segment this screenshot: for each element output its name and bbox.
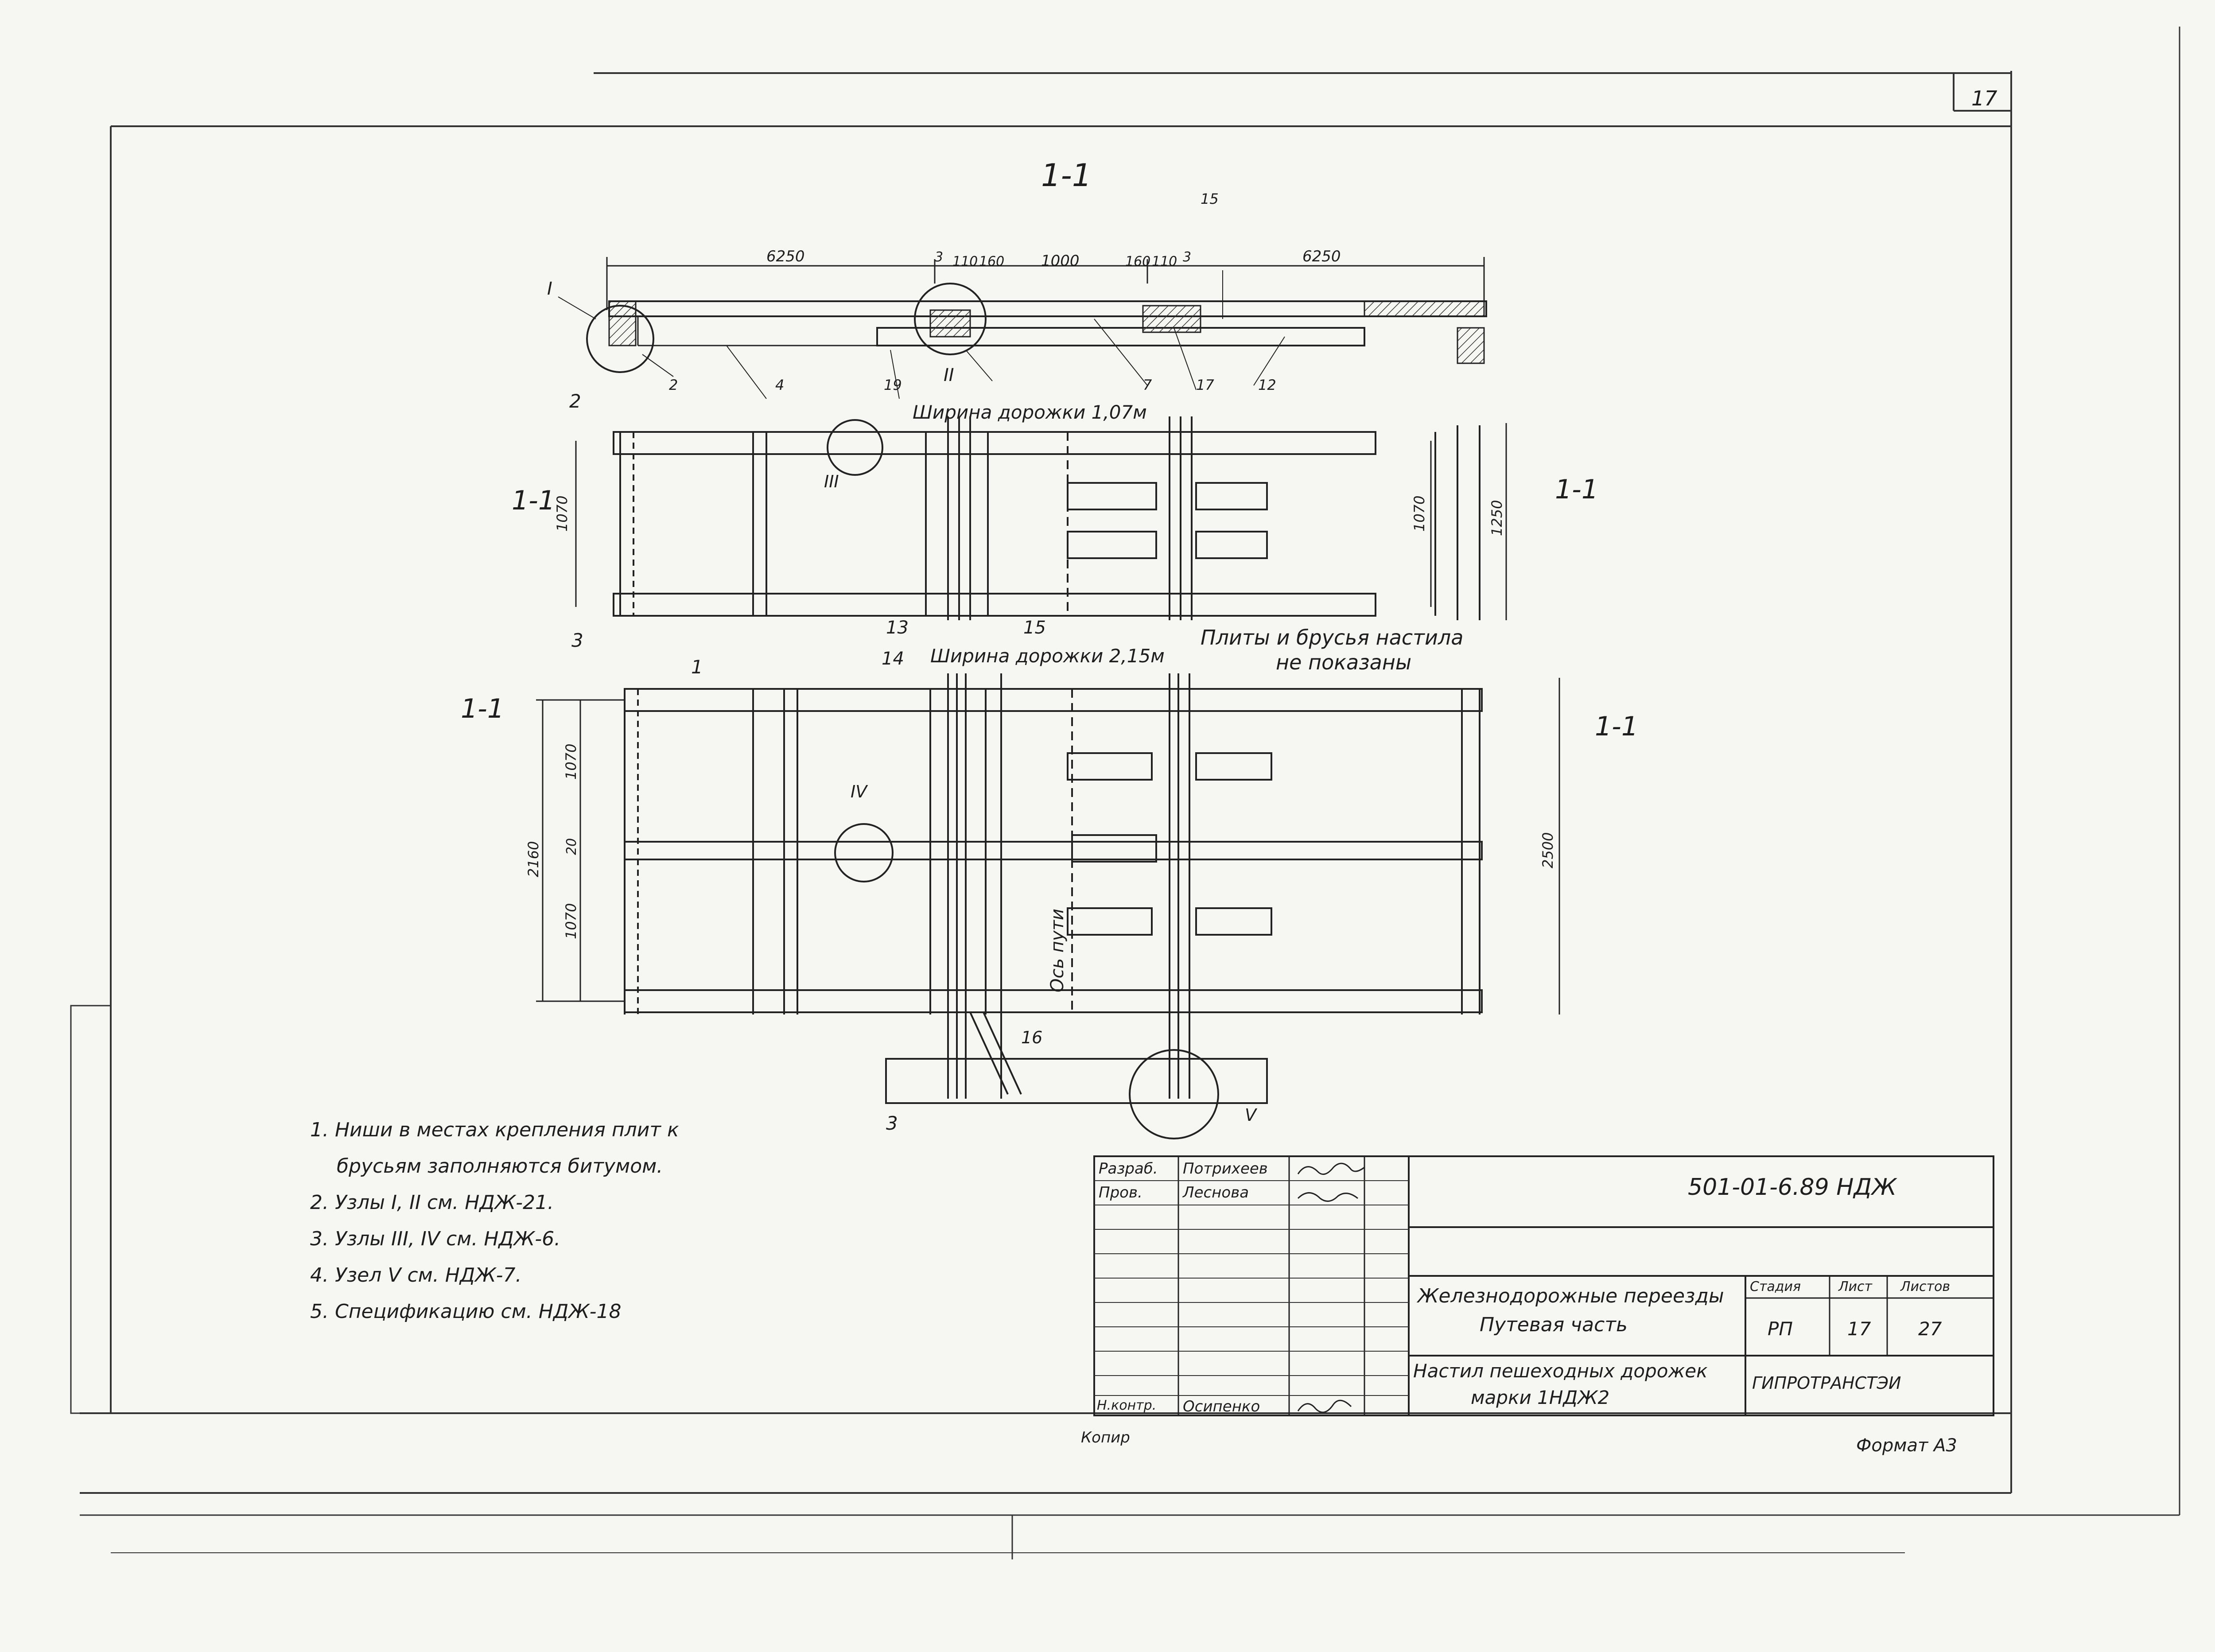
stamp-name-developer: Потрихеев (1183, 1160, 1268, 1178)
node-label-II: II (944, 365, 954, 385)
section-mark-left-1: 1-1 (512, 485, 555, 516)
note-5: 5. Спецификацию см. НДЖ-18 (310, 1300, 622, 1323)
project-line-1: Железнодорожные переезды (1418, 1285, 1724, 1307)
dim-wide-20: 20 (564, 838, 579, 855)
title-block (1093, 1155, 1994, 1416)
track-axis-label: Ось пути (1047, 909, 1068, 992)
org-name: ГИПРОТРАНСТЭИ (1752, 1373, 1901, 1393)
dim-wide-2500: 2500 (1539, 832, 1556, 868)
notes: 1. Ниши в местах крепления плит к брусья… (310, 1112, 975, 1330)
doc-line-1: Настил пешеходных дорожек (1413, 1360, 1708, 1382)
dim-wide-1070-top: 1070 (563, 744, 579, 780)
stamp-role-normcontrol: Н.контр. (1097, 1398, 1157, 1413)
note-2: 2. Узлы I, II см. НДЖ-21. (310, 1191, 554, 1214)
title-block-rows (1094, 1180, 1409, 1396)
note-1-cont: брусьям заполняются битумом. (337, 1155, 663, 1178)
sheets-header: Листов (1900, 1279, 1951, 1294)
plan-wide (624, 673, 1483, 1139)
leader-pos-17: 17 (1196, 377, 1214, 393)
not-shown-note: Плиты и брусья настила не показаны (1201, 626, 1470, 674)
plan-narrow-dims (575, 423, 1507, 620)
sheet-header: Лист (1838, 1279, 1873, 1294)
dim-top-right: 6250 (1302, 248, 1341, 265)
node-circle-I (586, 305, 654, 373)
path-width-2: Ширина дорожки 2,15м (930, 645, 1165, 667)
node-circle-IV (834, 823, 894, 882)
doc-line-2: марки 1НДЖ2 (1471, 1387, 1610, 1408)
pos-3-bottom: 3 (886, 1112, 898, 1134)
sheet-code: 501-01-6.89 НДЖ (1688, 1174, 1896, 1201)
dim-narrow-1250: 1250 (1488, 500, 1505, 536)
project-line-2: Путевая часть (1480, 1314, 1628, 1336)
leader-pos-7: 7 (1143, 377, 1152, 393)
leader-pos-12: 12 (1258, 377, 1276, 393)
dim-top-a: 3 (935, 249, 943, 265)
sheets-value: 27 (1918, 1318, 1942, 1340)
node-circle-II (914, 283, 987, 355)
section-title: 1-1 (1041, 157, 1092, 194)
leader-pos-15: 15 (1201, 190, 1219, 207)
format-label: Формат А3 (1856, 1435, 1957, 1456)
pos-2: 2 (569, 390, 581, 412)
pos-13: 13 (886, 618, 909, 638)
dim-wide-1070-bot: 1070 (563, 903, 579, 939)
note-1: 1. Ниши в местах крепления плит к (310, 1119, 679, 1141)
sheet-frame (70, 27, 2180, 1559)
dim-top-d: 160 (1125, 254, 1150, 269)
stamp-role-developer: Разраб. (1099, 1160, 1158, 1178)
plan-narrow (613, 416, 1481, 620)
dim-top-b: 110 (952, 254, 978, 269)
leader-pos-4: 4 (775, 377, 784, 393)
dim-top-e: 110 (1152, 254, 1177, 269)
dim-top-mid: 1000 (1041, 252, 1080, 270)
signature-developer (1297, 1162, 1365, 1175)
pos-15: 15 (1023, 618, 1046, 638)
node-label-III: III (824, 472, 839, 491)
signature-checker (1297, 1192, 1358, 1202)
section-view: 1-1 6250 3 110 160 1000 160 110 3 6250 I… (547, 157, 1487, 399)
path-width-1: Ширина дорожки 1,07м (913, 401, 1147, 423)
stamp-role-checker: Пров. (1099, 1184, 1142, 1201)
node-label-I: I (547, 279, 552, 299)
node-circle-V (1129, 1049, 1219, 1139)
pos-3-top: 3 (571, 630, 583, 651)
node-circle-III (827, 419, 883, 476)
stamp-name-normcontrol: Осипенко (1183, 1398, 1260, 1415)
dim-wide-2160: 2160 (525, 841, 542, 877)
note-3: 3. Узлы III, IV см. НДЖ-6. (310, 1228, 561, 1250)
page-number: 17 (1971, 86, 1997, 110)
leader-pos-19: 19 (884, 377, 902, 393)
dim-narrow-1070b: 1070 (1411, 496, 1428, 532)
dim-top-left: 6250 (766, 248, 805, 265)
dim-top-f: 3 (1183, 249, 1191, 265)
plan-wide-dims (536, 678, 1560, 1015)
section-mark-left-2: 1-1 (461, 693, 504, 724)
dim-narrow-1070: 1070 (554, 496, 571, 532)
pos-14: 14 (882, 649, 904, 669)
leader-pos-2: 2 (669, 377, 678, 393)
stamp-name-checker: Леснова (1183, 1184, 1249, 1201)
stage-header: Стадия (1750, 1279, 1801, 1294)
section-mark-right-1: 1-1 (1555, 474, 1598, 505)
pos-1: 1 (691, 656, 703, 678)
node-label-IV: IV (851, 782, 868, 801)
stage-value: РП (1768, 1318, 1793, 1340)
signature-norm-control (1297, 1399, 1352, 1413)
copy-label: Копир (1081, 1429, 1130, 1446)
sheet-value: 17 (1847, 1318, 1871, 1340)
note-4: 4. Узел V см. НДЖ-7. (310, 1264, 522, 1287)
pos-16: 16 (1021, 1028, 1042, 1047)
section-mark-right-2: 1-1 (1595, 711, 1638, 742)
node-label-V: V (1245, 1105, 1258, 1125)
dim-top-c: 160 (979, 254, 1004, 269)
